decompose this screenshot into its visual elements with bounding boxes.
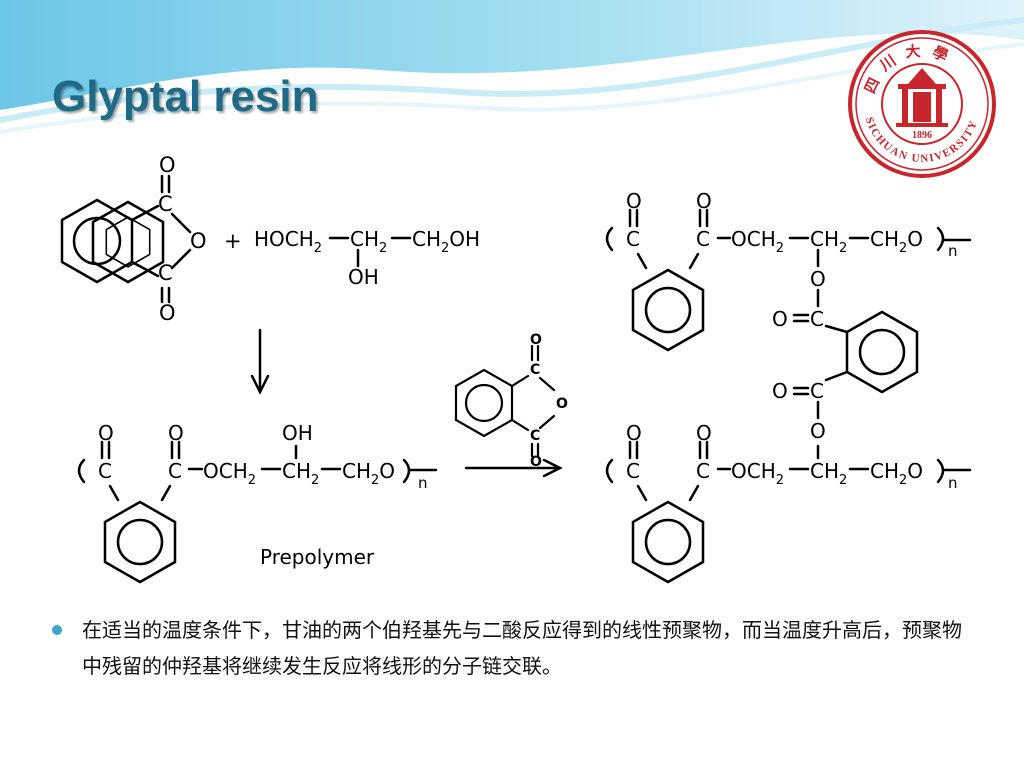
prepolymer-molecule [77,440,438,584]
svg-text:C: C [810,379,824,403]
svg-text:O: O [696,189,712,213]
plus-sign: + [224,229,242,253]
anhydride-rings [60,174,192,304]
svg-text:C: C [626,227,640,251]
svg-text:O: O [530,454,542,470]
repeat-n-2: n [948,242,958,260]
svg-text:C: C [696,459,710,483]
prepolymer-label: Prepolymer [260,545,375,569]
sichuan-university-seal-icon: 四川大學 SICHUAN UNIVERSITY 1896 [848,30,996,178]
svg-text:C: C [626,459,640,483]
svg-text:OH: OH [348,265,379,289]
down-arrow-icon [250,328,270,395]
svg-text:O: O [810,267,826,291]
svg-text:O: O [556,396,568,412]
svg-text:OH: OH [282,421,313,445]
svg-text:OCH2: OCH2 [731,459,784,488]
svg-text:O: O [772,379,788,403]
svg-text:CH2O: CH2O [342,459,395,488]
svg-text:C: C [168,459,182,483]
svg-text:O: O [626,189,642,213]
svg-text:O: O [626,421,642,445]
svg-text:C: C [530,428,540,444]
svg-text:CH2: CH2 [810,459,847,488]
repeat-n-1: n [418,474,428,492]
svg-text:CH2: CH2 [282,459,319,488]
svg-text:O: O [190,229,207,253]
linear-polymer-molecule [605,208,972,420]
crosslinked-polymer-molecule [605,440,972,584]
svg-text:C: C [696,227,710,251]
glycerol-molecule: HOCH2 CH2 CH2OH OH [254,227,480,289]
svg-text:O: O [772,307,788,331]
svg-text:C: C [98,459,112,483]
svg-text:C: C [810,307,824,331]
svg-text:HOCH2: HOCH2 [254,227,322,256]
reaction-scheme: O C O C O + HOCH2 CH2 CH2OH OH [60,153,972,584]
svg-text:O: O [168,421,184,445]
svg-text:O: O [159,301,176,325]
phthalic-anhydride-molecule [91,200,165,284]
repeat-n-3: n [948,474,958,492]
bullet-text: 在适当的温度条件下，甘油的两个伯羟基先与二酸反应得到的线性预聚物，而当温度升高后… [82,618,962,678]
svg-text:CH2: CH2 [810,227,847,256]
svg-text:CH2: CH2 [350,227,387,256]
svg-text:OCH2: OCH2 [731,227,784,256]
slide-title: Glyptal resin [52,72,319,121]
svg-text:CH2OH: CH2OH [412,227,480,256]
svg-text:O: O [530,332,542,348]
svg-text:O: O [696,421,712,445]
svg-text:C: C [158,261,173,285]
svg-text:O: O [810,419,826,443]
right-arrow-icon [464,458,563,478]
svg-text:CH2O: CH2O [870,227,923,256]
seal-year: 1896 [912,130,932,141]
svg-text:OCH2: OCH2 [203,459,256,488]
svg-text:O: O [159,153,176,177]
svg-text:C: C [158,192,173,216]
bullet-dot-icon [52,625,62,635]
phthalic-anhydride-small [454,344,556,458]
svg-text:O: O [98,421,114,445]
svg-text:CH2O: CH2O [870,459,923,488]
svg-text:C: C [530,362,540,378]
